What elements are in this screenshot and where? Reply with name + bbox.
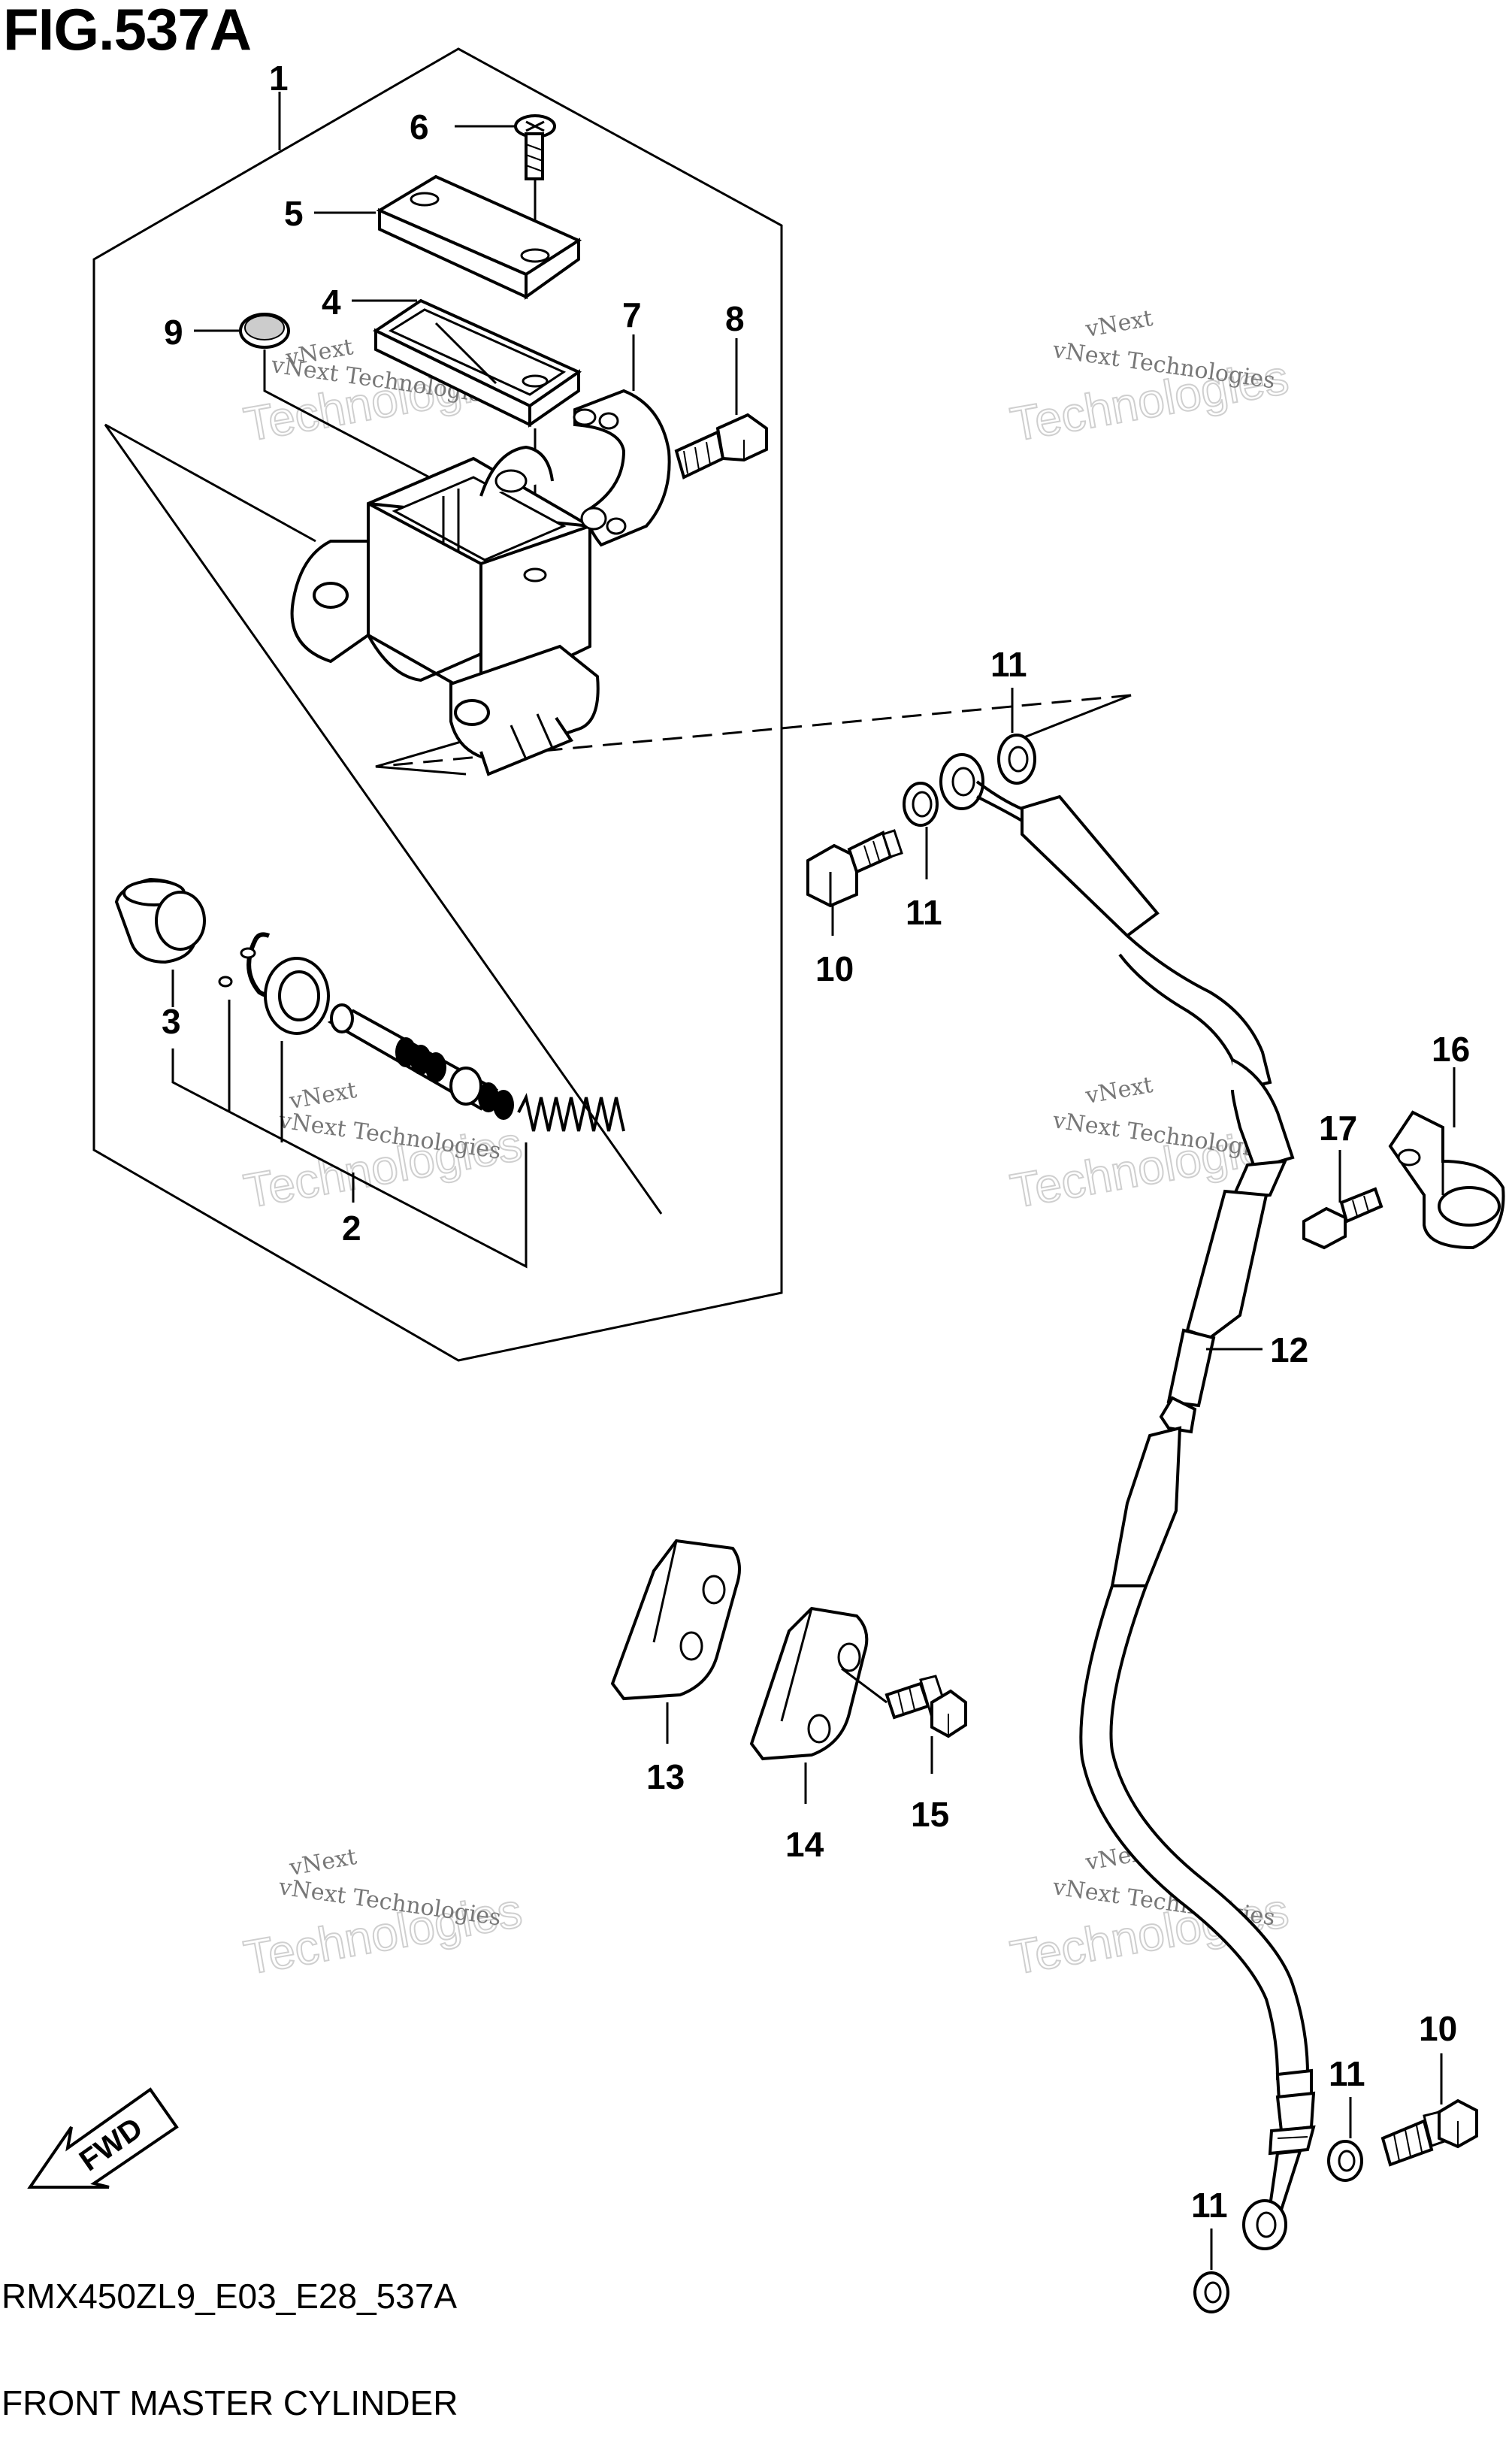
callout-17: 17: [1319, 1109, 1357, 1148]
callout-7: 7: [622, 295, 642, 334]
part-2-spring: [517, 1093, 625, 1132]
part-3-dust-boot: [114, 877, 206, 964]
part-16-hose-clamp: [1388, 1110, 1505, 1250]
part-10-banjo-bolt-upper: [806, 829, 903, 908]
part-6-screw: [514, 114, 556, 180]
part-17-clamp-screw: [1302, 1187, 1383, 1250]
callout-13: 13: [646, 1757, 685, 1796]
part-11-washer-d: [1193, 2271, 1229, 2313]
callout-1: 1: [269, 59, 289, 98]
part-13-lever-guard: [610, 1539, 741, 1701]
assembly-guide-lines: [104, 423, 663, 1215]
callout-12: 12: [1270, 1330, 1308, 1369]
hose-guide-lines: [375, 739, 467, 776]
part-2-piston: [327, 1003, 514, 1120]
figure-code: RMX450ZL9_E03_E28_537A: [2, 2277, 458, 2316]
assembly-group-outline: [92, 47, 783, 1362]
callout-5: 5: [284, 194, 304, 233]
callout-9: 9: [164, 313, 183, 352]
callout-11c: 11: [1329, 2054, 1365, 2093]
part-8-clamp-bolt: [674, 413, 768, 480]
part-9-axis: [263, 349, 452, 490]
callout-15: 15: [911, 1795, 949, 1834]
master-cylinder-body: [290, 445, 600, 776]
callout-2: 2: [342, 1209, 361, 1248]
part-12-brake-hose: [939, 753, 1316, 2250]
part-7-handlebar-clamp: [573, 389, 671, 547]
part-11-washer-b: [997, 734, 1036, 785]
watermark-brand-text: vNext: [1083, 305, 1155, 343]
part-15-guard-bolt: [885, 1675, 967, 1738]
callout-14: 14: [785, 1825, 824, 1864]
callout-8: 8: [725, 299, 745, 338]
callout-16: 16: [1432, 1030, 1470, 1069]
callout-11d: 11: [1191, 2186, 1228, 2225]
callout-4: 4: [322, 283, 341, 322]
part-4-diaphragm-plate: [372, 298, 582, 428]
callout-6: 6: [410, 107, 429, 147]
callout-10b: 10: [1419, 2009, 1457, 2048]
part-2-washer: [264, 957, 330, 1035]
figure-caption: FRONT MASTER CYLINDER: [2, 2383, 458, 2422]
callout-3: 3: [162, 1002, 181, 1041]
fwd-arrow-icon: FWD: [27, 2087, 179, 2189]
part-11-washer-a: [903, 782, 939, 827]
callout-11b: 11: [906, 893, 942, 932]
watermark-brand-text: vNext: [1083, 1072, 1155, 1109]
part-14-lever-guard: [749, 1606, 869, 1761]
callout-10a: 10: [815, 949, 854, 988]
part-10-banjo-bolt-lower: [1380, 2098, 1478, 2167]
part-9-sight-glass: [239, 313, 290, 349]
callout-11a: 11: [990, 645, 1027, 684]
part-11-washer-c: [1327, 2140, 1363, 2182]
part-5-reservoir-cap: [376, 174, 582, 300]
part-15-axis: [841, 1667, 888, 1704]
figure-title: FIG.537A: [3, 0, 252, 62]
group-bracket-2: [171, 1048, 528, 1269]
